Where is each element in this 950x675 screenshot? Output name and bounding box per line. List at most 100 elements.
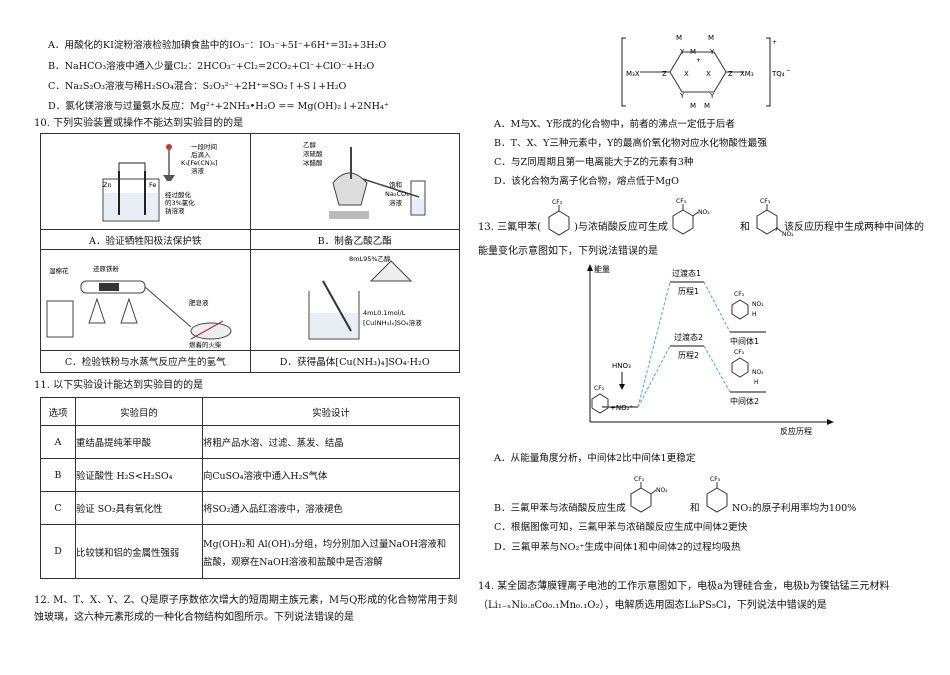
ts2-label: 过渡态2: [674, 332, 703, 342]
no2-label-1: NO₂: [698, 209, 710, 216]
q12-option-c: C．与Z同周期且第一电离能大于Z的元素有3种: [494, 157, 694, 168]
d-label-3: [Cu(NH₃)₄]SO₄溶液: [363, 318, 422, 327]
q9-option-c: C．Na₂S₂O₃溶液与稀H₂SO₄混合：S₂O₃²⁻+2H⁺=SO₂↑+S↓+…: [48, 81, 347, 92]
c-label-4: 燃着的火柴: [189, 340, 222, 349]
q13-stem-part4: ，该反应历程中生成两种中间体的: [774, 222, 924, 233]
q13-option-b-part2: NO₂的原子利用率均为100%: [732, 503, 856, 515]
q10-cell-c: 湿棉花 还原铁粉 肥皂液 燃着的火柴: [40, 249, 251, 351]
hno3-label: HNO₃: [612, 362, 631, 370]
q11-row-a-option: A: [40, 425, 76, 459]
b-label-3: 冰醋酸: [303, 158, 323, 167]
q11-row-d-design: Mg(OH)₂和 Al(OH)₃分组，均分别加入过量NaOH溶液和 盐酸，观察在…: [202, 524, 460, 579]
option-b-meta-icon: CF₃: [706, 476, 728, 513]
q12-option-b: B．T、X、Y三种元素中，Y的最高价氧化物对应水化物酸性最强: [494, 138, 767, 149]
q11-header-goal: 实验目的: [75, 397, 203, 426]
b-label-5: Na₂CO₃: [385, 190, 409, 198]
q12-option-d: D．该化合物为离子化合物，熔点低于MgO: [494, 176, 680, 187]
q11-table: 选项 实验目的 实验设计 A 重结晶提纯苯甲酸 将粗产品水溶、过滤、蒸发、结晶 …: [40, 397, 460, 579]
q10-caption-c: C．检验铁粉与水蒸气反应产生的氢气: [40, 349, 251, 374]
q10-apparatus-grid: 一段时间 后滴入 K₃[Fe(CN)₆] 溶液 Zn Fe 经过酸化 的3%氯化…: [40, 132, 460, 374]
int1-no2: NO₂: [752, 301, 764, 308]
a-label-1: 一段时间: [191, 142, 217, 151]
struct-plus1: +: [696, 57, 701, 64]
meta-nitro-icon: CF₃ NO₂: [756, 198, 794, 238]
c-label-3: 肥皂液: [189, 298, 209, 307]
reaction-axis-label: 反应历程: [780, 426, 812, 436]
b-label-6: 溶液: [389, 198, 403, 207]
q9-option-b: B．NaHCO₃溶液中通入少量Cl₂：2HCO₃⁻+Cl₂=2CO₂+Cl⁻+C…: [48, 61, 375, 72]
d-label-1: 8mL95%乙醇: [349, 254, 391, 263]
int1-label: 中间体1: [730, 336, 759, 346]
struct-y3: Y: [679, 92, 685, 100]
struct-m3x: M₃X: [626, 70, 640, 78]
a-label-fe: Fe: [149, 181, 156, 189]
q13-option-b-and: 和: [690, 503, 700, 514]
a-label-2: 后滴入: [191, 150, 211, 159]
a-label-4: 溶液: [191, 166, 205, 175]
q10-caption-a: A．验证牺牲阳极法保护铁: [40, 229, 251, 251]
a-label-zn: Zn: [103, 181, 112, 189]
q11-header-option: 选项: [40, 397, 76, 426]
reactant-cf3: CF₃: [594, 385, 605, 392]
cf3-label-3: CF₃: [760, 198, 771, 205]
struct-xm3: XM₃: [740, 70, 754, 78]
q10-caption-d: D．获得晶体[Cu(NH₃)₄]SO₄·H₂O: [249, 349, 460, 374]
q11-row-d-design-line1: Mg(OH)₂和 Al(OH)₃分组，均分别加入过量NaOH溶液和: [203, 538, 447, 550]
struct-x1: X: [684, 70, 689, 78]
opt-b-no2-1: NO₂: [656, 487, 668, 494]
no2plus-label: +NO₂⁺: [610, 404, 633, 412]
q11-row-b-option: B: [40, 458, 76, 492]
struct-m2: M: [708, 34, 714, 42]
struct-tq4: TQ₄: [771, 70, 785, 78]
struct-y1: Y: [679, 48, 685, 56]
struct-z1: Z: [662, 70, 667, 78]
struct-minus: −: [786, 67, 790, 74]
int1-cf3: CF₃: [734, 291, 745, 298]
int2-label: 中间体2: [730, 396, 759, 406]
d-label-2: 4mL0.1mol/L: [363, 309, 406, 317]
opt-b-cf3-2: CF₃: [710, 476, 721, 483]
crystal-figure: 8mL95%乙醇 4mL0.1mol/L [Cu(NH₃)₄]SO₄溶液: [308, 254, 422, 340]
struct-plus2: +: [772, 39, 777, 46]
q13-stem-part2: )与浓硝酸反应可生成: [574, 222, 668, 233]
cf3-label-1: CF₃: [552, 199, 563, 206]
q12-stem-line1: 12. M、T、X、Y、Z、Q是原子序数依次增大的短周期主族元素，M与Q形成的化…: [34, 595, 458, 606]
q13-option-b-part1: B．三氟甲苯与浓硝酸反应生成: [494, 503, 626, 514]
no2-label-2: NO₂: [782, 231, 794, 238]
q11-row-c-design: 将SO₂通入品红溶液中，溶液褪色: [202, 491, 460, 525]
a-label-9: 钠溶液: [165, 206, 185, 215]
ortho-nitro-icon: CF₃ NO₂: [672, 198, 710, 235]
q12-option-a: A．M与X、Y形成的化合物中，前者的沸点一定低于后者: [494, 119, 735, 130]
struct-m1: M: [676, 34, 682, 42]
int2-h: H: [754, 379, 759, 386]
q11-row-c-goal: 验证 SO₂具有氧化性: [75, 491, 203, 525]
galvanic-cell-figure: 一段时间 后滴入 K₃[Fe(CN)₆] 溶液 Zn Fe 经过酸化 的3%氯化…: [102, 142, 217, 222]
q10-cell-d: 8mL95%乙醇 4mL0.1mol/L [Cu(NH₃)₄]SO₄溶液: [249, 249, 460, 351]
struct-m4: M: [690, 102, 696, 110]
a-label-8: 的3%氯化: [165, 198, 195, 207]
q14-stem-line2: （Li₁₋ₓNi₀.₈Co₀.₁Mn₀.₁O₂），电解质选用固态Li₆PS₅Cl…: [478, 600, 827, 611]
c-label-2: 还原铁粉: [93, 264, 120, 273]
q13-stem-line2: 能量变化示意图如下，下列说法错误的是: [478, 246, 658, 257]
b-label-1: 乙醇: [303, 140, 317, 149]
q13-option-c: C．根据图像可知，三氟甲苯与浓硝酸反应生成中间体2更快: [494, 522, 748, 533]
a-label-3: K₃[Fe(CN)₆]: [181, 159, 217, 167]
b-label-4: 饱和: [389, 180, 402, 189]
q9-option-d: D．氯化镁溶液与过量氨水反应：Mg²⁺+2NH₃•H₂O == Mg(OH)₂↓…: [48, 101, 389, 112]
path1-label: 历程1: [678, 287, 699, 296]
struct-x2: X: [706, 70, 711, 78]
q11-row-d-option: D: [40, 524, 76, 579]
q11-stem: 11. 以下实验设计能达到实验目的的是: [34, 380, 204, 391]
energy-profile-diagram: 能量 反应历程 过渡态1 历程1 过渡态2 历程2 中间体1 中间体2 HNO₃…: [587, 264, 834, 436]
struct-m5: M: [704, 102, 710, 110]
q13-stem-part1: 13. 三氟甲苯(: [478, 222, 541, 233]
int2-cf3: CF₃: [734, 349, 745, 356]
opt-b-no2-2: NO₂: [732, 503, 753, 514]
ts1-label: 过渡态1: [672, 268, 701, 278]
b-label-2: 浓硫酸: [303, 149, 323, 158]
cf3-label-2: CF₃: [676, 198, 687, 205]
q13-stem-and: 和: [740, 222, 750, 233]
q11-row-a-goal: 重结晶提纯苯甲酸: [75, 425, 203, 459]
ester-prep-figure: 乙醇 浓硫酸 冰醋酸 饱和 Na₂CO₃ 溶液: [303, 140, 425, 219]
q11-row-b-goal: 验证酸性 H₂S<H₂SO₄: [75, 458, 203, 492]
